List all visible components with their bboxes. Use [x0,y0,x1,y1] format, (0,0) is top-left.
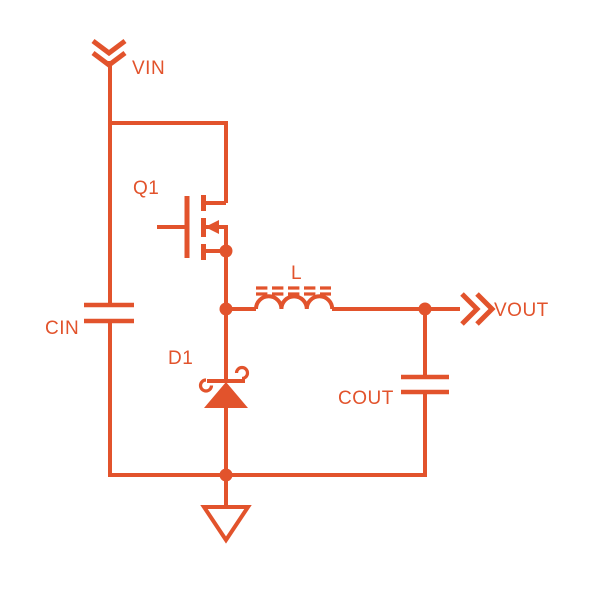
junction-dot-vout-node [418,302,432,316]
cin-label: CIN [45,318,79,339]
cin-capacitor-symbol [84,302,134,324]
d1-label: D1 [168,348,193,369]
q1-body-arrow-icon [205,220,219,234]
d1-schottky-curl-left [198,378,214,393]
wire-vin-rail-to-q1-drain [110,121,228,203]
cout-capacitor-symbol [401,374,449,395]
vin-label: VIN [132,58,165,79]
junction-dot-switch-node [219,302,233,316]
q1-mosfet-symbol [157,195,228,260]
d1-schottky-curl-right [234,365,250,381]
junction-dot-ground-node [219,468,233,482]
vout-terminal-chevron-icon [460,292,496,326]
inductor-coil [254,294,335,310]
vout-label: VOUT [494,300,549,321]
d1-anode-triangle [204,382,248,408]
d1-schottky-diode-symbol [198,365,250,408]
junction-dot-q1-source [219,244,233,258]
cout-label: COUT [338,388,394,409]
ground-triangle-icon [200,505,252,544]
inductor-label: L [291,263,302,284]
inductor-symbol [254,286,335,310]
q1-label: Q1 [133,178,159,199]
